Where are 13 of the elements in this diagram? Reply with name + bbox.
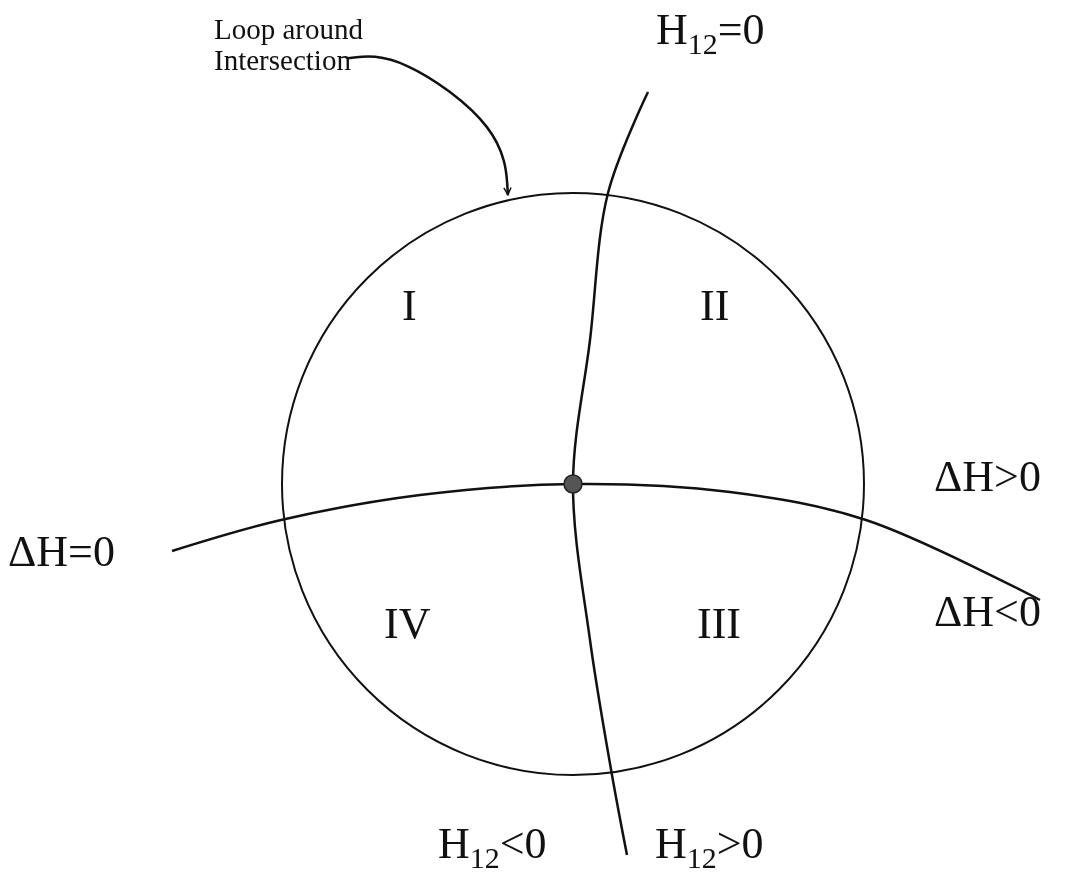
equation-label: H$_{12}$=0 bbox=[656, 8, 765, 60]
equation-label: ΔH=0 bbox=[8, 530, 115, 574]
region-numeral: IV bbox=[384, 602, 431, 646]
equation-label: H$_{12}$>0 bbox=[655, 822, 764, 874]
equation-label: ΔH<0 bbox=[934, 590, 1041, 634]
loop-circle bbox=[281, 192, 865, 776]
region-numeral: II bbox=[700, 284, 730, 328]
callout-text: Loop around Intersection bbox=[214, 14, 414, 76]
equation-label: H$_{12}$<0 bbox=[438, 822, 547, 874]
region-numeral: III bbox=[697, 602, 741, 646]
leader-arrow bbox=[347, 55, 512, 196]
equation-label: ΔH>0 bbox=[934, 455, 1041, 499]
region-numeral: I bbox=[402, 284, 417, 328]
